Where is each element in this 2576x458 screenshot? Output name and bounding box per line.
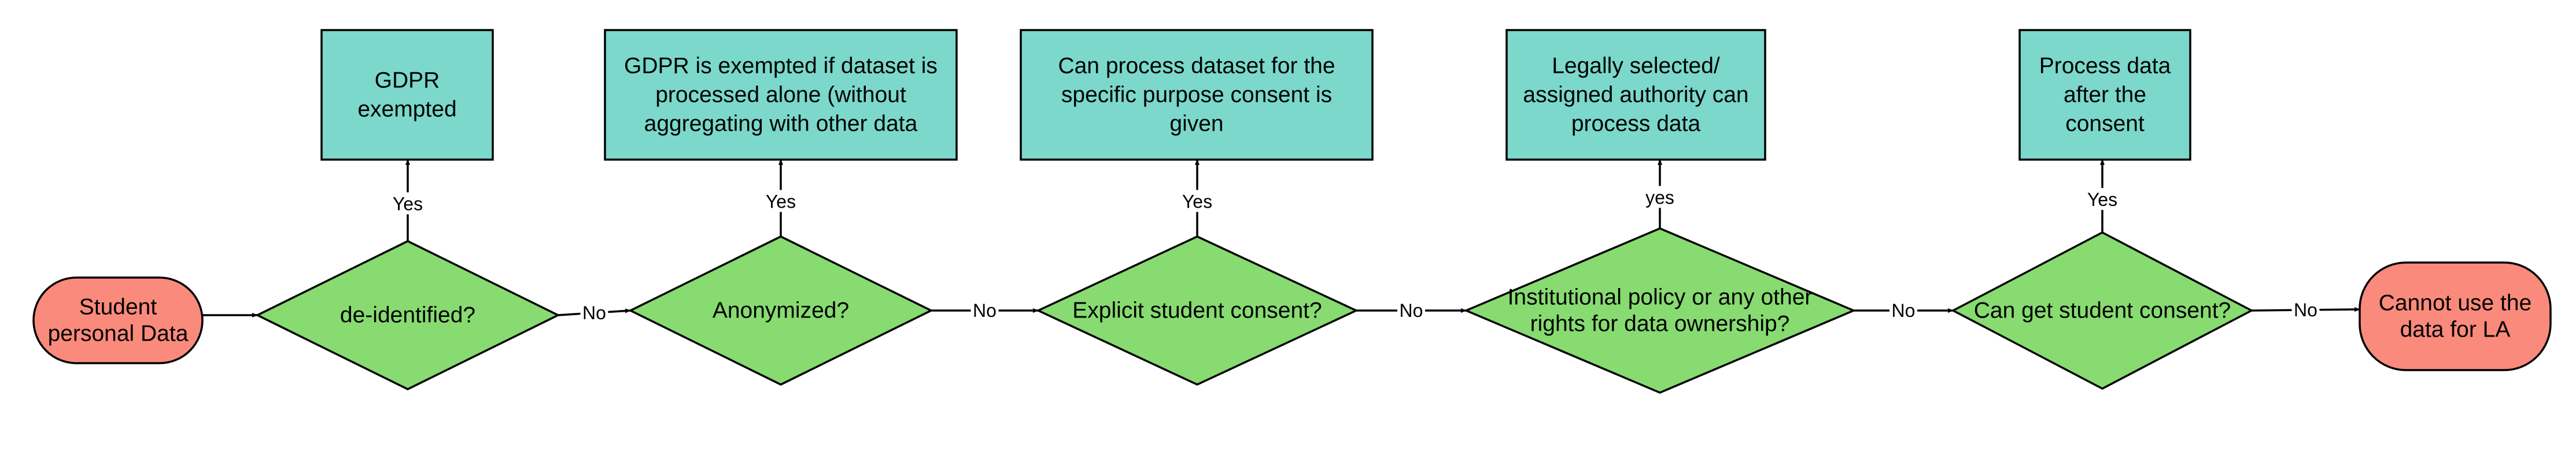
outcome-box-shape xyxy=(604,29,958,161)
end-node-label-line: Cannot use the xyxy=(2379,291,2532,316)
outcome-label-line: Legally selected/ xyxy=(1552,54,1720,79)
yes-label: Yes xyxy=(2087,189,2117,210)
no-label-bg xyxy=(580,301,608,323)
outcome-label: GDPR exempted xyxy=(357,68,456,122)
yes-label: Yes xyxy=(1182,191,1212,212)
decision-label: Can get student consent? xyxy=(1974,298,2231,323)
outcome-label-line: Process data xyxy=(2039,54,2171,79)
decision-label-line: Institutional policy or any other xyxy=(1508,285,1813,310)
outcome-2: GDPR is exempted if dataset is processed … xyxy=(604,29,958,161)
outcome-box-shape xyxy=(320,29,494,161)
decision-3: Explicit student consent? xyxy=(1035,235,1359,386)
yes-label: Yes xyxy=(766,191,796,212)
no-label: No xyxy=(582,302,606,323)
no-label-bg xyxy=(1397,299,1425,321)
outcome-box-shape xyxy=(1505,29,1766,161)
no-label: No xyxy=(1892,300,1916,321)
outcome-label-line: exempted xyxy=(357,97,456,122)
outcome-label-line: process data xyxy=(1571,112,1701,136)
outcome-label-line: assigned authority can xyxy=(1523,83,1748,108)
decision-label: de-identified? xyxy=(340,303,475,328)
yes-label-bg xyxy=(388,192,427,215)
start-node-label-line: Student xyxy=(79,295,157,320)
yes-label-bg xyxy=(761,190,800,212)
no-label: No xyxy=(973,300,997,321)
outcome-3: Can process dataset for the specific purp… xyxy=(1020,29,1374,161)
decision-5: Can get student consent? xyxy=(1951,231,2254,390)
decision-label-line: Can get student consent? xyxy=(1974,298,2231,323)
outcome-label-line: GDPR xyxy=(375,68,440,93)
outcome-box-shape xyxy=(2018,29,2191,161)
decision-label-line: rights for data ownership? xyxy=(1530,312,1790,337)
decision-label-line: Explicit student consent? xyxy=(1072,298,1322,323)
outcome-label: Legally selected/assigned authority can p… xyxy=(1523,54,1748,136)
outcome-4: Legally selected/assigned authority can p… xyxy=(1505,29,1766,161)
decision-2: Anonymized? xyxy=(628,235,933,386)
end-terminal-shape xyxy=(2359,261,2552,371)
start-node-label-line: personal Data xyxy=(48,322,189,346)
decision-label-line: de-identified? xyxy=(340,303,475,328)
outcome-label: Can process dataset for the specific purp… xyxy=(1058,54,1335,136)
no-label: No xyxy=(2294,300,2317,320)
outcome-label: GDPR is exempted if dataset is processed … xyxy=(624,54,938,136)
outcome-label-line: consent xyxy=(2065,112,2145,136)
yes-label-bg xyxy=(1178,190,1217,212)
decision-diamond-shape xyxy=(1951,231,2254,390)
decision-diamond-shape xyxy=(628,235,933,386)
outcome-1: GDPR exempted xyxy=(320,29,494,161)
no-label: No xyxy=(1400,300,1423,321)
yes-label-bg xyxy=(1640,186,1680,208)
decision-label: Anonymized? xyxy=(713,298,849,323)
no-label-bg xyxy=(2291,298,2320,320)
end-node-label-line: data for LA xyxy=(2400,317,2511,342)
decision-diamond-shape xyxy=(255,240,560,390)
yes-label: yes xyxy=(1645,187,1674,208)
no-label-bg xyxy=(970,299,999,321)
decision-label-line: Anonymized? xyxy=(713,298,849,323)
start-terminal-shape xyxy=(32,276,204,364)
decision-diamond-shape xyxy=(1463,227,1857,394)
outcome-box-shape xyxy=(1020,29,1374,161)
outcome-label-line: Can process dataset for the xyxy=(1058,54,1335,79)
no-label-bg xyxy=(1889,299,1917,321)
outcome-label-line: given xyxy=(1169,112,1223,136)
outcome-label-line: specific purpose consent is xyxy=(1061,83,1332,108)
outcome-label-line: after the xyxy=(2064,83,2146,108)
decision-diamond-shape xyxy=(1035,235,1359,386)
outcome-label-line: GDPR is exempted if dataset is xyxy=(624,54,938,79)
decision-label: Explicit student consent? xyxy=(1072,298,1322,323)
outcome-label-line: aggregating with other data xyxy=(644,112,918,136)
yes-label-bg xyxy=(2083,188,2122,210)
outcome-5: Process data after the consent xyxy=(2018,29,2191,161)
decision-1: de-identified? xyxy=(255,240,560,390)
outcome-label: Process data after the consent xyxy=(2039,54,2171,136)
yes-label: Yes xyxy=(393,194,423,215)
outcome-label-line: processed alone (without xyxy=(655,83,906,108)
